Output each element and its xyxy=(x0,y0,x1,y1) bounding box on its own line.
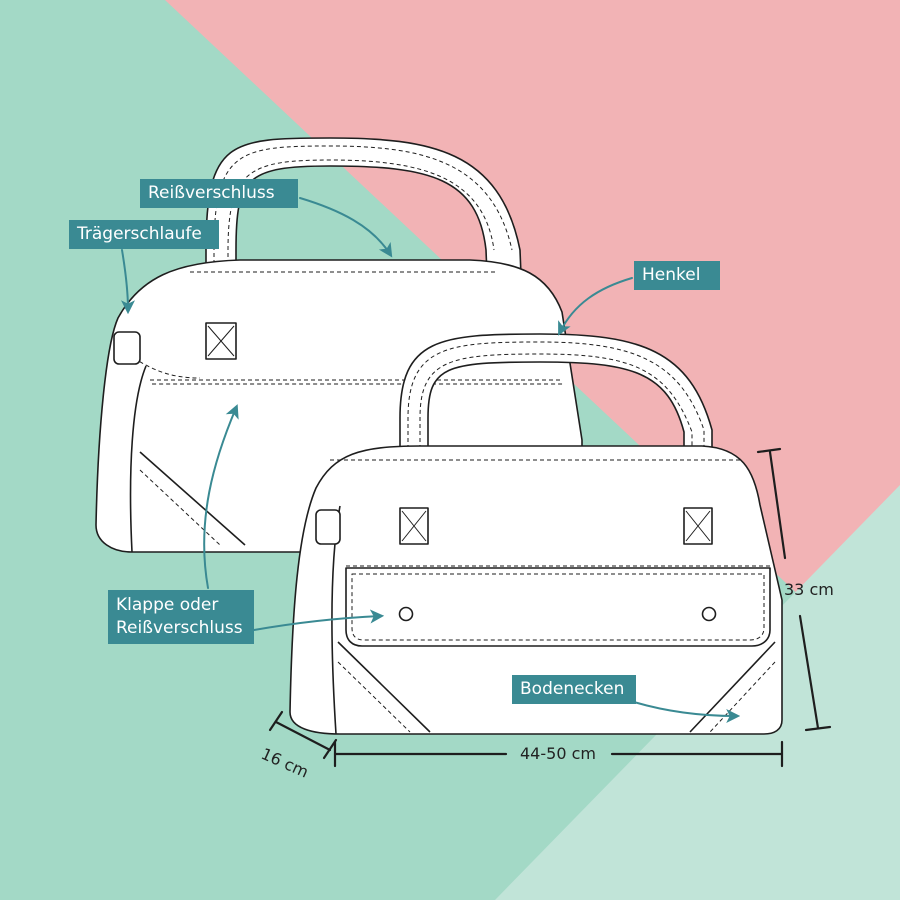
height-line-bottom xyxy=(798,614,820,730)
depth-line xyxy=(274,720,332,752)
dimension-height: 33 cm xyxy=(784,580,834,599)
flap-snap-left xyxy=(398,606,414,622)
label-traegerschlaufe: Trägerschlaufe xyxy=(69,220,219,249)
back-bag-handle xyxy=(205,137,523,361)
arrow-reissverschluss xyxy=(299,197,393,258)
front-bag-strap-loop xyxy=(315,509,341,545)
arrow-klappe-back xyxy=(203,404,239,589)
arrow-bodenecken xyxy=(633,701,741,723)
arrow-klappe-front xyxy=(253,609,385,631)
front-bag xyxy=(289,333,783,735)
annotation-arrows xyxy=(120,197,741,723)
label-bodenecken: Bodenecken xyxy=(512,675,636,704)
label-klappe: Klappe oder Reißverschluss xyxy=(108,590,254,644)
arrow-henkel xyxy=(558,277,633,336)
height-line-top xyxy=(768,450,787,560)
dimension-width: 44-50 cm xyxy=(520,744,596,763)
front-bag-flap xyxy=(345,567,771,647)
flap-snap-right xyxy=(701,606,717,622)
label-henkel: Henkel xyxy=(634,261,720,290)
label-klappe-line2: Reißverschluss xyxy=(116,618,243,638)
dimension-lines xyxy=(268,447,832,768)
label-klappe-line1: Klappe oder xyxy=(116,595,219,615)
back-bag-strap-loop xyxy=(113,331,141,365)
arrow-traegerschlaufe xyxy=(120,249,135,315)
label-reissverschluss: Reißverschluss xyxy=(140,179,298,208)
front-bag-handle xyxy=(399,333,713,546)
